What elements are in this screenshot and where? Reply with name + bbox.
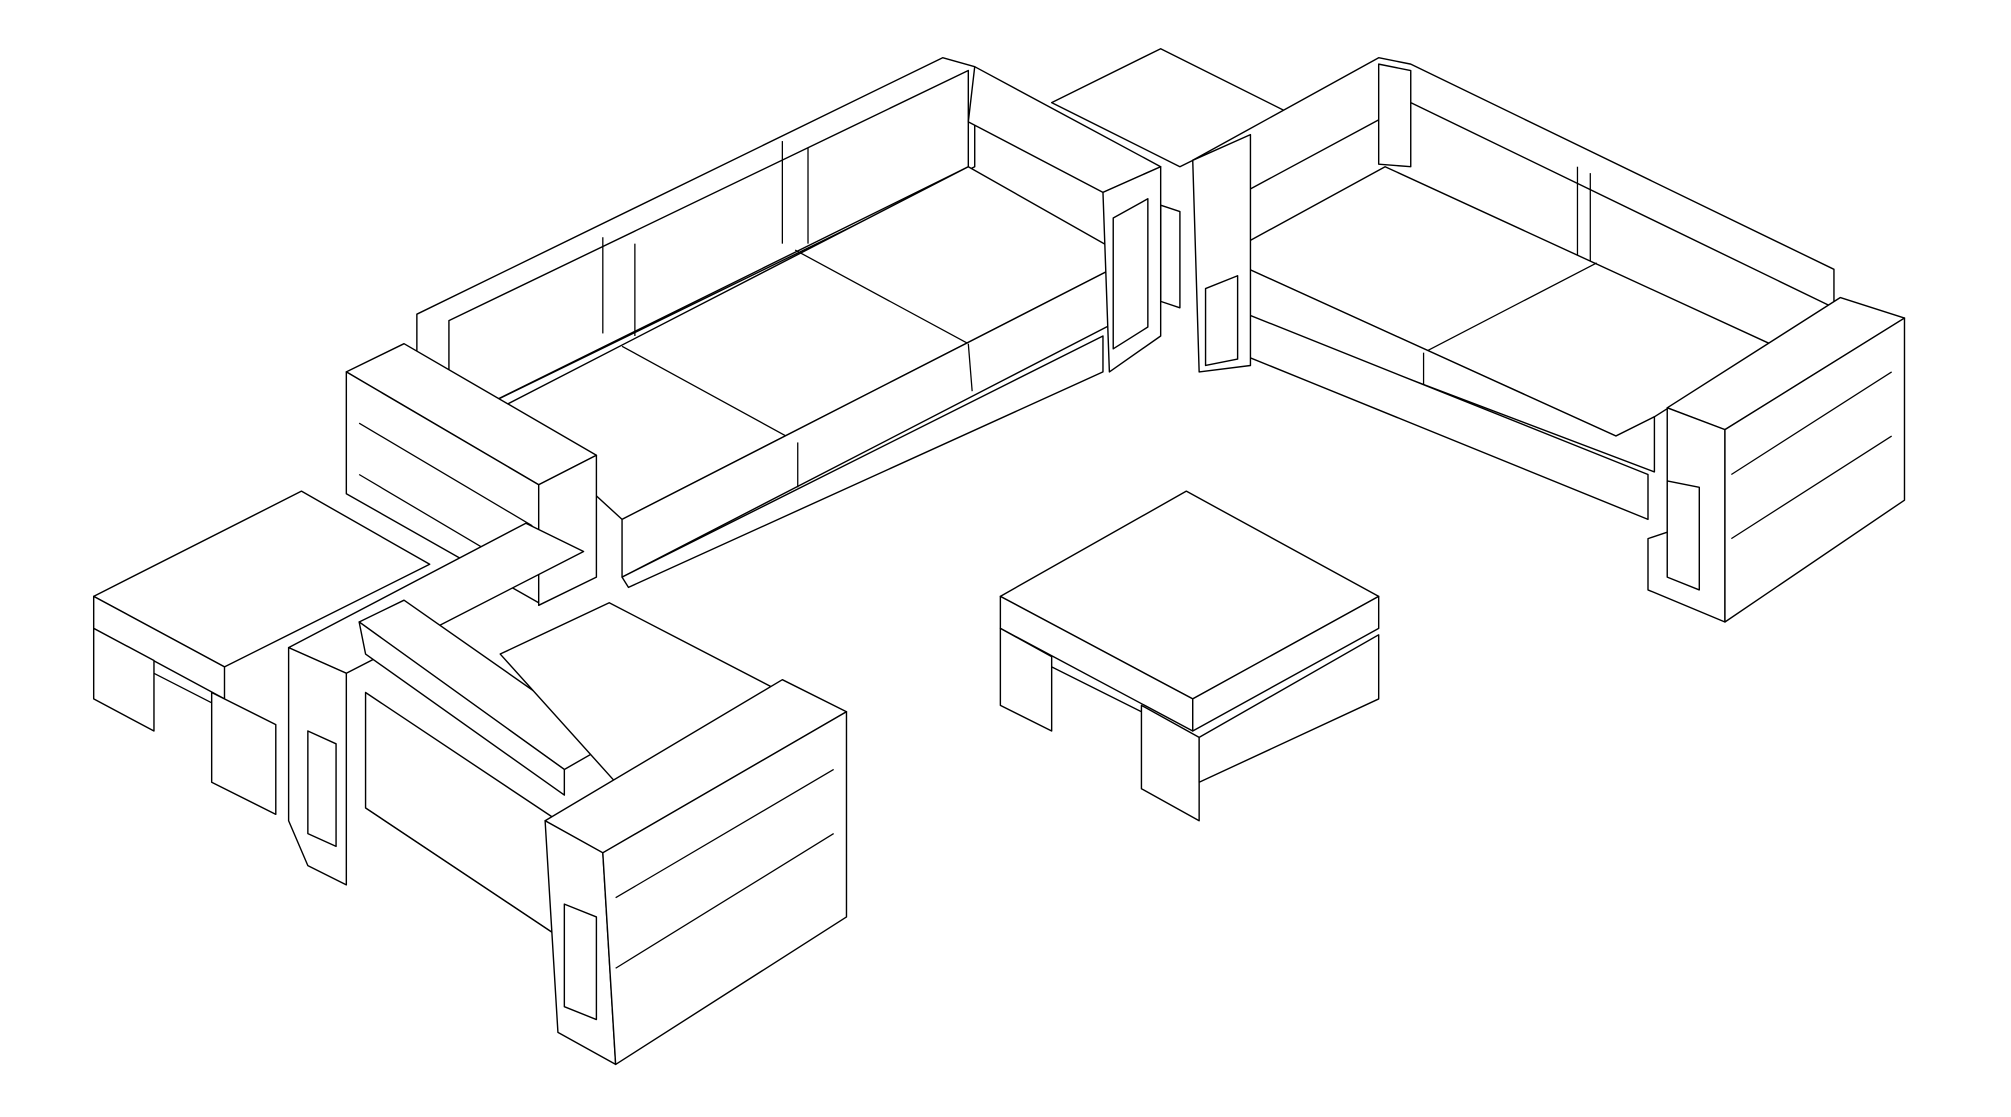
side-table [92,490,431,816]
coffee-table [999,490,1380,822]
three-seat-sofa [345,57,1162,607]
armchair [287,522,848,1066]
loveseat [1192,57,1906,623]
